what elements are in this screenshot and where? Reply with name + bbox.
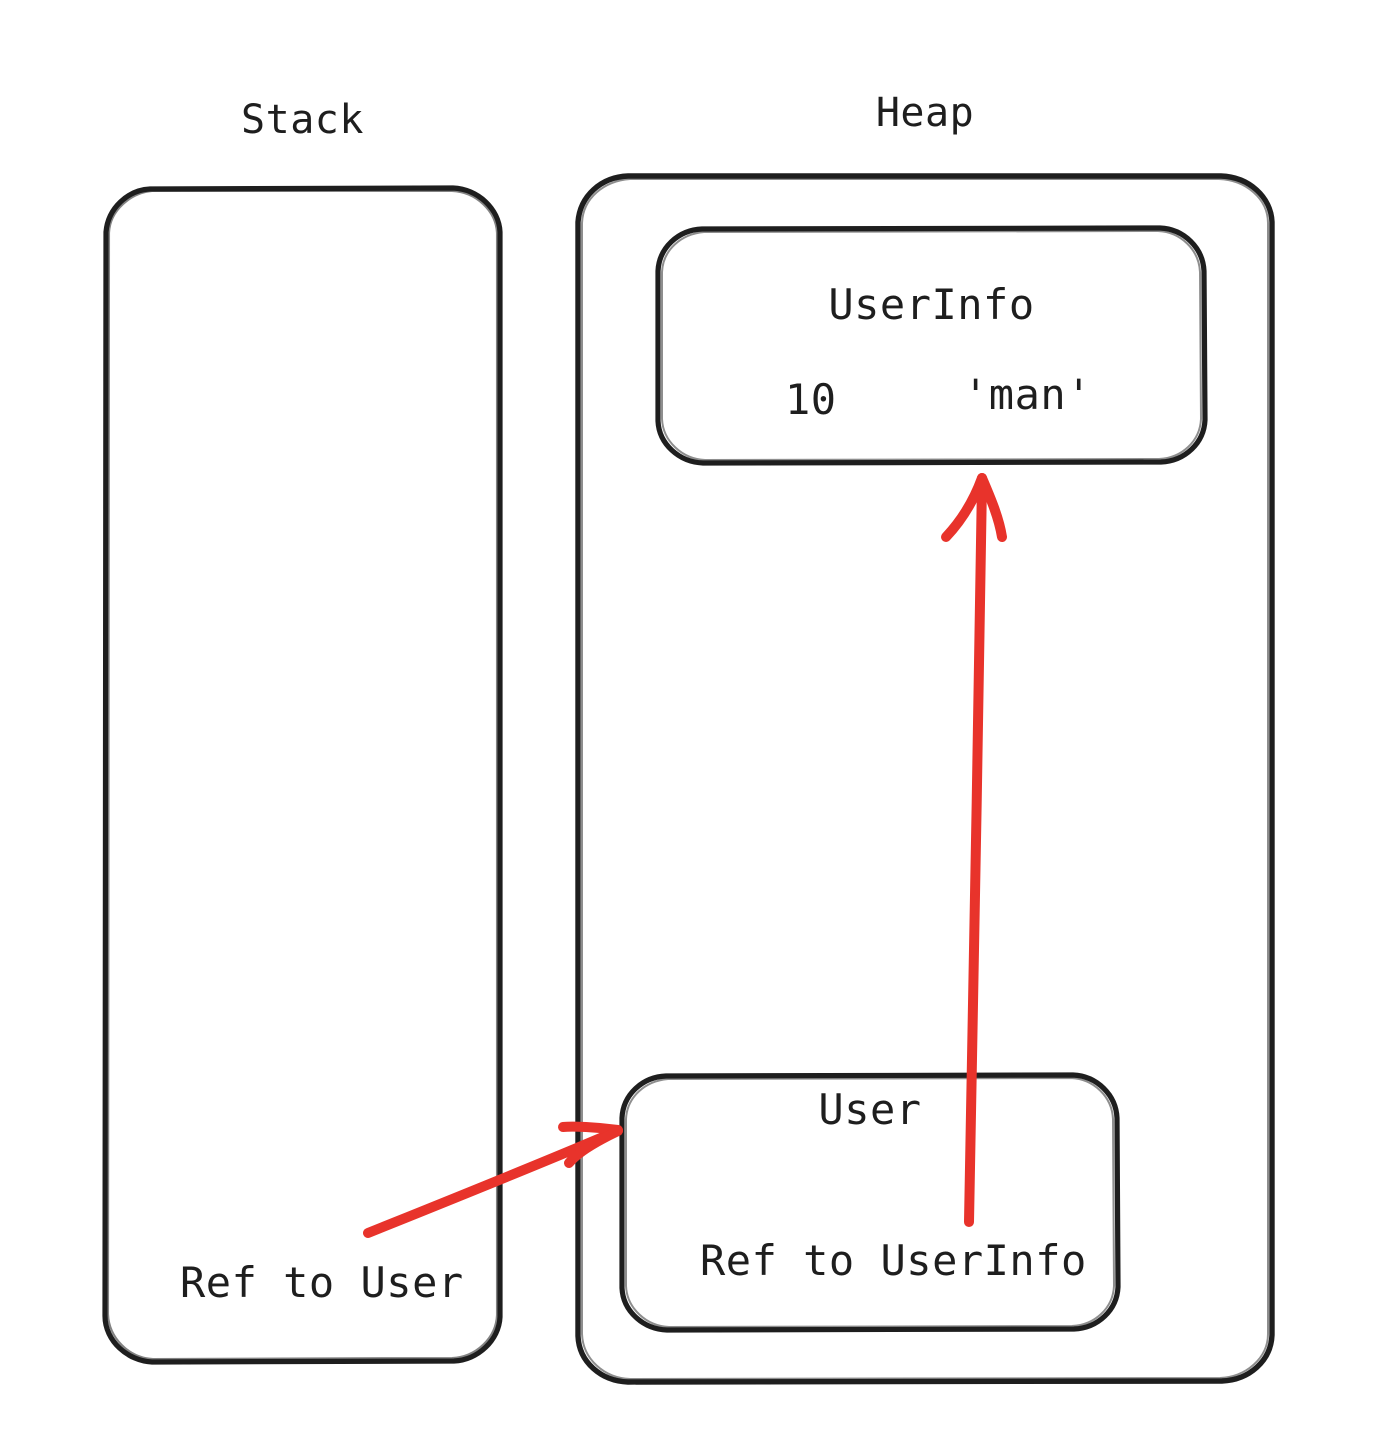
heap-region-title: Heap bbox=[875, 90, 975, 136]
stack-entry-ref-to-user: Ref to User bbox=[180, 1258, 464, 1307]
user-field-ref-to-userinfo: Ref to UserInfo bbox=[700, 1236, 1087, 1285]
userinfo-object-title: UserInfo bbox=[828, 280, 1035, 329]
user-box bbox=[619, 1072, 1121, 1333]
arrow-stack-to-user bbox=[363, 1121, 623, 1238]
userinfo-field-age: 10 bbox=[785, 375, 837, 424]
stack-region-title: Stack bbox=[241, 97, 364, 143]
stack-container bbox=[102, 185, 503, 1365]
userinfo-field-name: 'man' bbox=[963, 370, 1092, 419]
user-object-title: User bbox=[818, 1085, 922, 1134]
arrow-user-to-userinfo bbox=[941, 473, 1007, 1227]
userinfo-box bbox=[655, 225, 1208, 466]
